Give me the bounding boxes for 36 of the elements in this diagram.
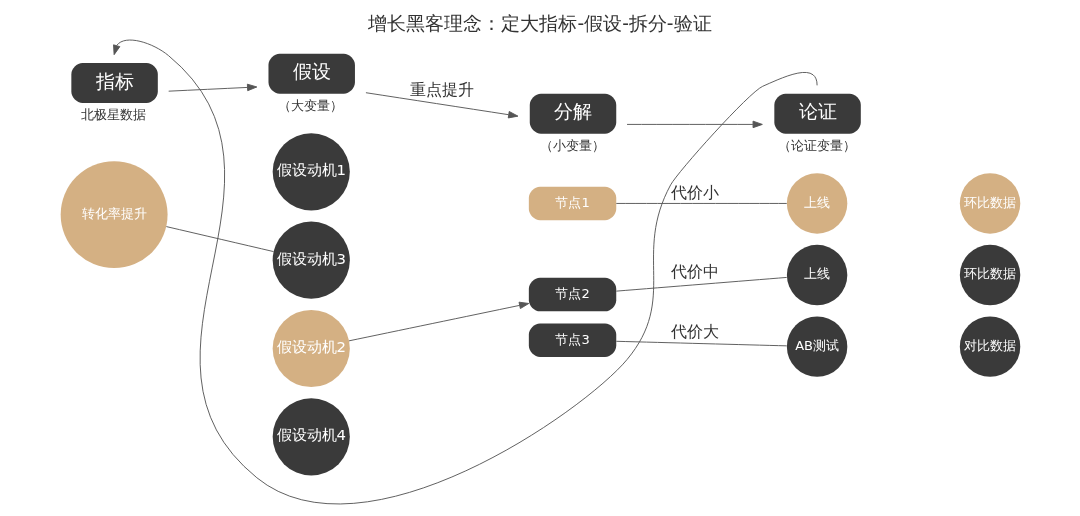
edge-label: 代价小	[670, 183, 719, 203]
node-circle: 环比数据	[959, 244, 1021, 306]
node-box: 指标	[71, 63, 158, 103]
node-label: （大变量）	[278, 97, 344, 113]
edge-label: 代价中	[670, 262, 719, 282]
node-box: 节点2	[528, 277, 617, 312]
arrow	[626, 120, 763, 129]
node-box: 节点1	[528, 186, 617, 221]
node-circle: 假设动机2	[272, 309, 350, 388]
node-box: 分解	[529, 93, 617, 134]
connector	[165, 226, 274, 253]
node-circle: 转化率提升	[60, 161, 168, 269]
node-circle: 上线	[786, 244, 848, 306]
arrow	[168, 83, 258, 92]
edge-label: 重点提升	[409, 80, 474, 100]
node-label: （论证变量）	[777, 137, 856, 153]
arrow	[348, 301, 530, 342]
node-box: 假设	[268, 53, 355, 94]
node-circle: AB测试	[786, 316, 848, 377]
node-label: （小变量）	[539, 137, 605, 153]
diagram-title: 增长黑客理念：定大指标-假设-拆分-验证	[368, 13, 712, 35]
node-circle: 假设动机3	[272, 221, 350, 299]
node-circle: 对比数据	[959, 316, 1021, 377]
node-box: 论证	[774, 93, 861, 134]
arrow	[113, 39, 818, 504]
node-circle: 假设动机1	[272, 133, 350, 211]
connector	[615, 276, 788, 292]
connector	[615, 203, 788, 204]
node-circle: 假设动机4	[272, 398, 350, 476]
node-label: 北极星数据	[81, 107, 147, 123]
edge-label: 代价大	[670, 321, 719, 341]
connector	[615, 340, 788, 347]
arrow	[365, 92, 519, 119]
node-circle: 环比数据	[959, 173, 1021, 234]
node-circle: 上线	[786, 173, 848, 234]
node-box: 节点3	[528, 323, 617, 357]
